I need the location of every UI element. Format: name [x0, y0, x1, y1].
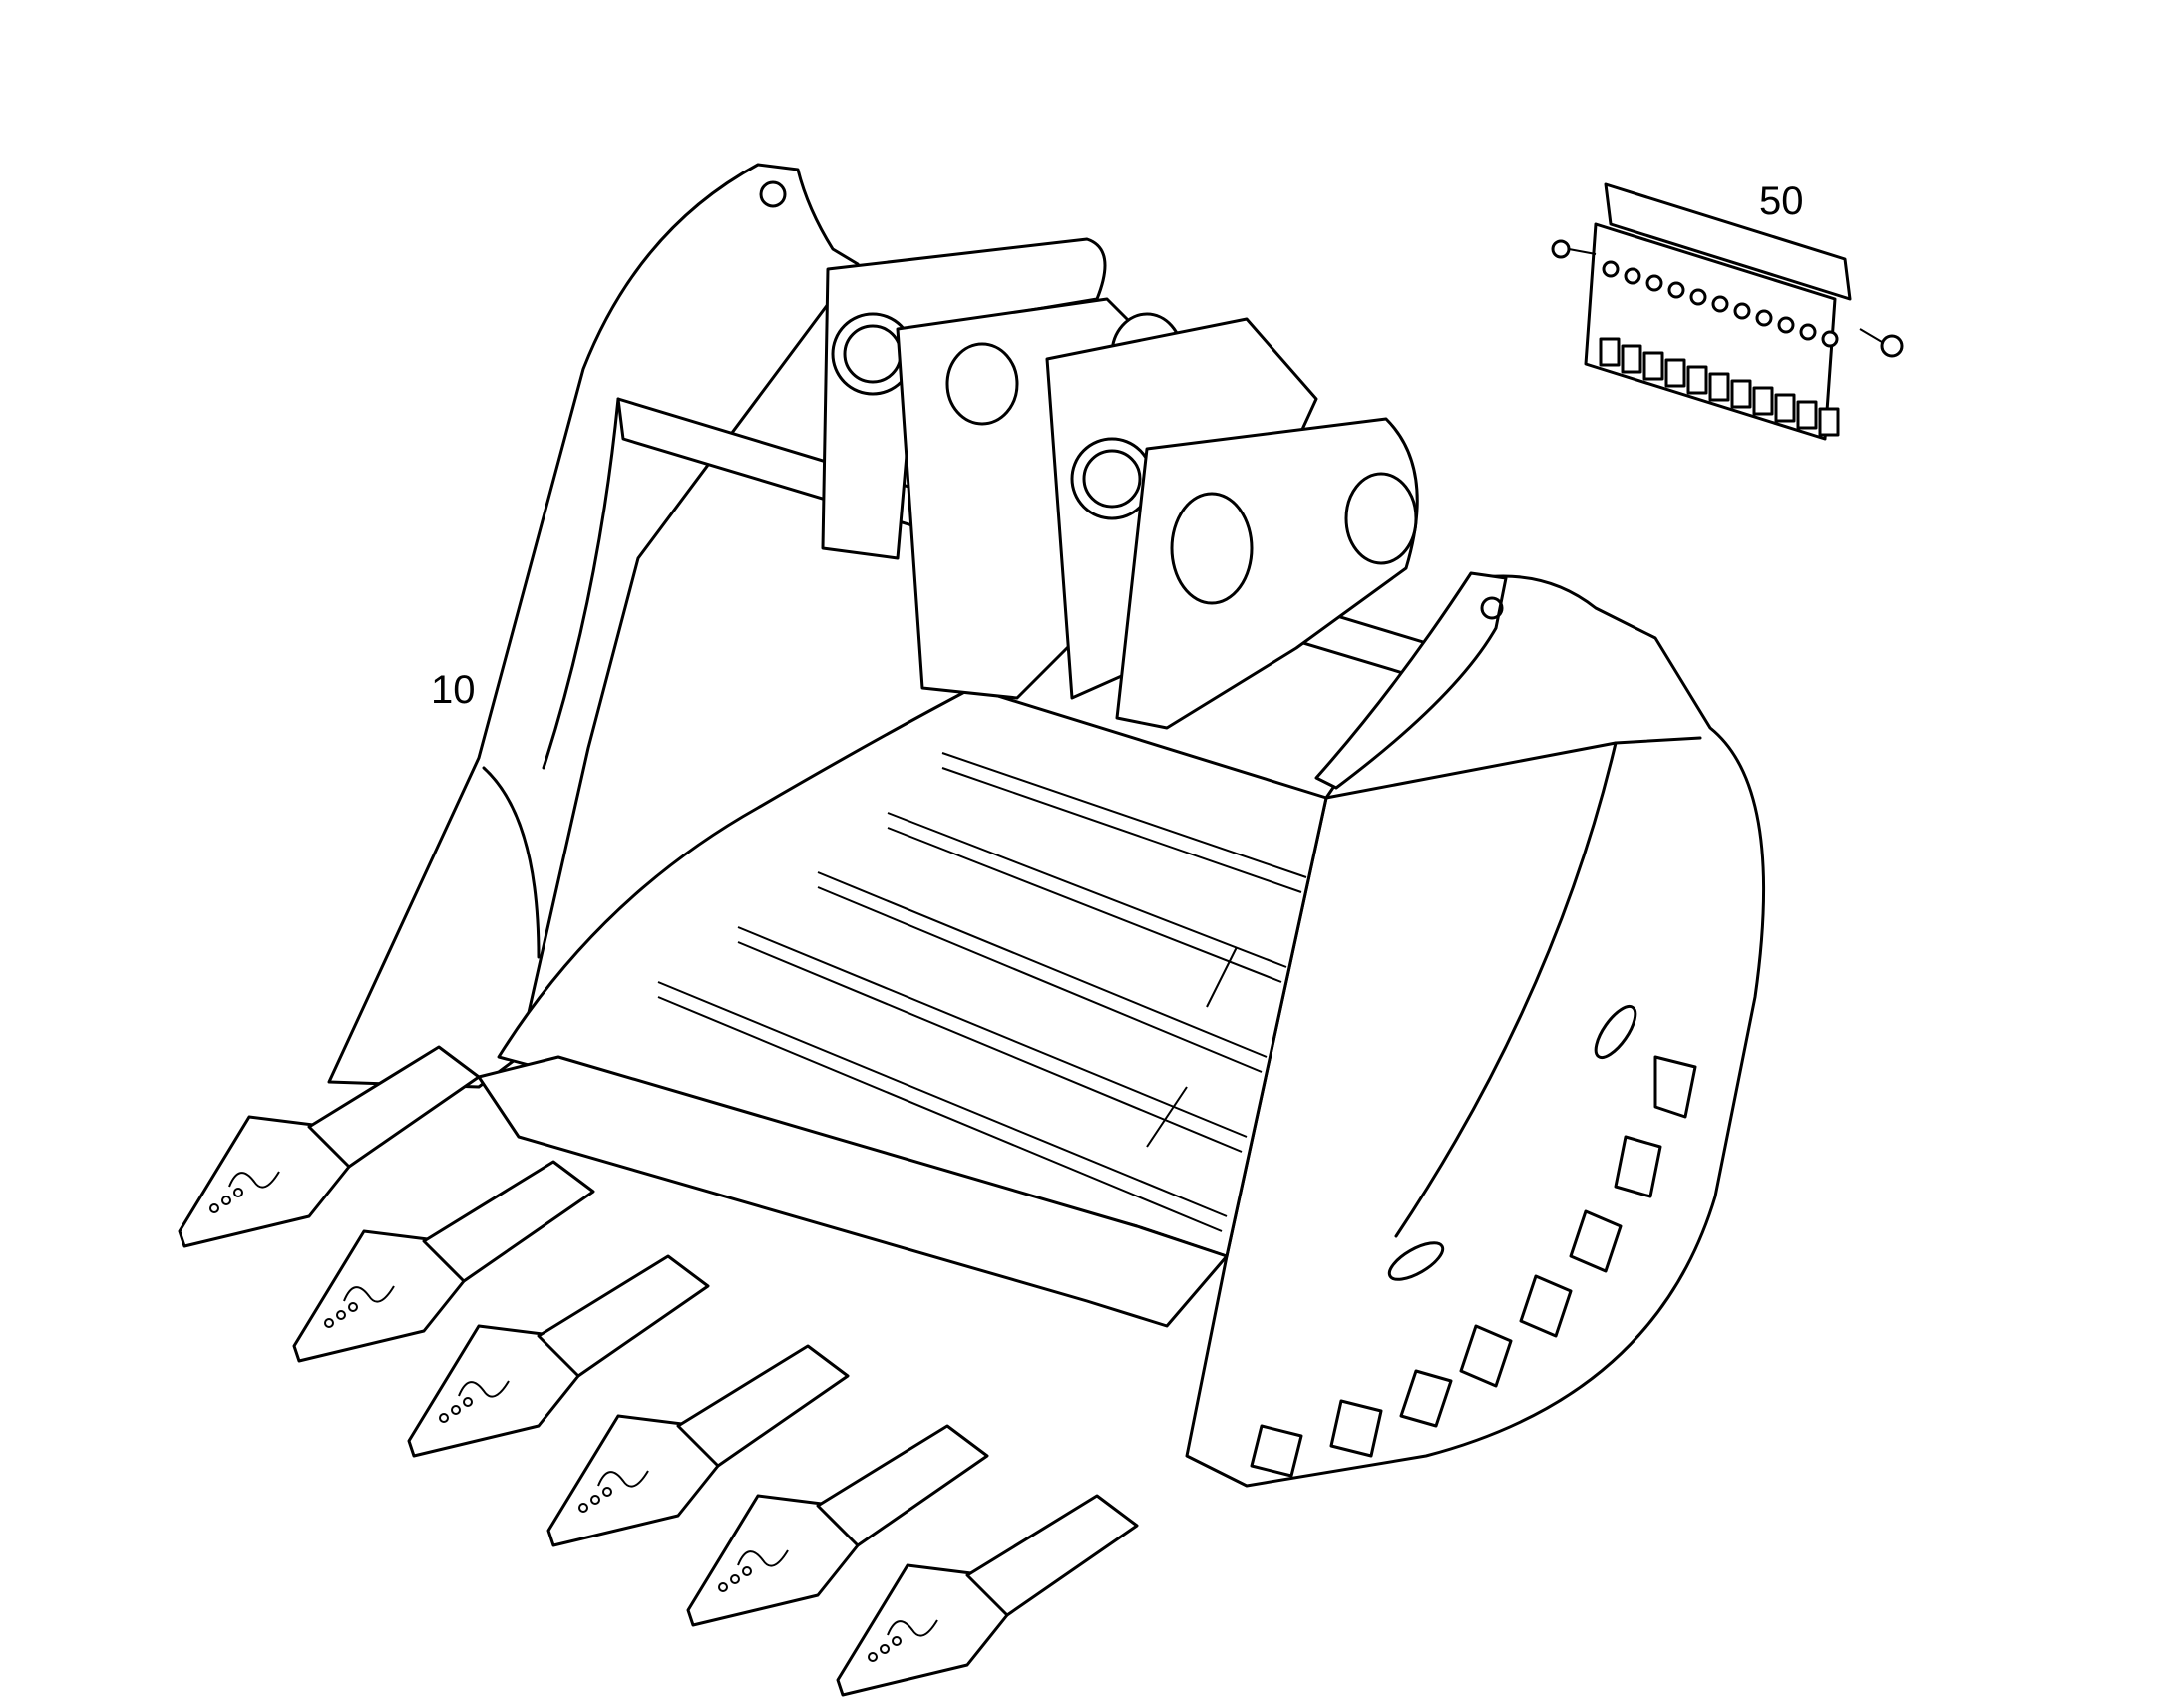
kit-pin-2 [1621, 267, 1642, 374]
kit-pin-5 [1686, 288, 1708, 395]
kit-pin-8 [1752, 309, 1774, 416]
heel-shrouds [1250, 1055, 1697, 1478]
kit-pin-10 [1796, 323, 1818, 430]
cutting-edge-lip [477, 1055, 1229, 1328]
tooth-6 [836, 1494, 1139, 1697]
tooth-2 [292, 1160, 595, 1363]
tooth-5 [686, 1424, 989, 1627]
bucket-right-side-plate [1185, 574, 1766, 1488]
kit-pin-1 [1599, 260, 1621, 367]
kit-pin-7 [1730, 302, 1752, 409]
tooth-4 [546, 1344, 850, 1547]
tooth-1 [178, 1045, 481, 1248]
floor-wear-strips [657, 752, 1307, 1247]
left-ear-hole [759, 180, 787, 208]
bucket-teeth [178, 1045, 1139, 1697]
pin-lugs [821, 237, 1419, 730]
right-side-slot-1 [1594, 1004, 1637, 1060]
kit-pin-4 [1664, 281, 1686, 388]
right-side-slot-2 [1387, 1241, 1445, 1281]
kit-nut-left [1551, 239, 1571, 259]
tooth-3 [407, 1254, 710, 1458]
excavator-bucket [327, 163, 1766, 1488]
callout-10: 10 [431, 668, 476, 712]
callout-50: 50 [1759, 179, 1804, 223]
kit-pin-11 [1818, 330, 1840, 437]
kit-pin-3 [1642, 274, 1664, 381]
kit-pin-6 [1708, 295, 1730, 402]
bucket-left-side-plate [327, 163, 860, 1089]
kit-pin-9 [1774, 316, 1796, 423]
kit-nut-right [1880, 334, 1904, 358]
tooth-set-kit [1551, 182, 1904, 441]
